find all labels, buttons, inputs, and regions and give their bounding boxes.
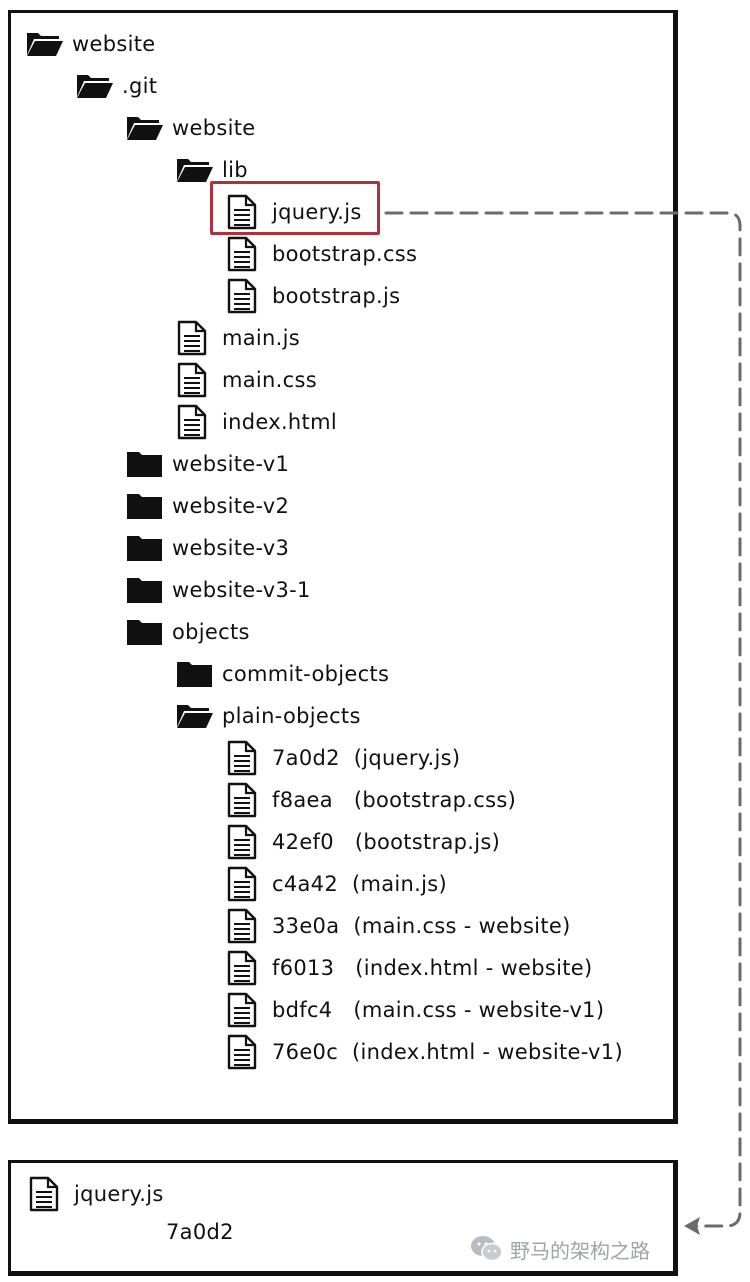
- tree-item-label: website-v2: [172, 494, 290, 518]
- tree-item-label: main.js: [222, 326, 301, 350]
- tree-item-label: objects: [172, 620, 250, 644]
- watermark: 野马的架构之路: [470, 1232, 650, 1266]
- file-icon: [226, 782, 264, 818]
- file-icon: [176, 362, 214, 398]
- file-row[interactable]: bdfc4 (main.css - website-v1): [226, 992, 604, 1028]
- detail-file-row: jquery.js: [28, 1176, 164, 1212]
- tree-item-label: .git: [122, 74, 158, 98]
- connector-dashed-line: [384, 211, 742, 1228]
- folder-row[interactable]: website: [126, 110, 255, 146]
- tree-item-label: f6013 (index.html - website): [272, 956, 593, 980]
- file-row[interactable]: index.html: [176, 404, 337, 440]
- tree-item-label: bootstrap.css: [272, 242, 418, 266]
- folder-row[interactable]: commit-objects: [176, 656, 389, 692]
- tree-item-label: website-v3: [172, 536, 290, 560]
- tree-item-label: bootstrap.js: [272, 284, 401, 308]
- folder-row[interactable]: plain-objects: [176, 698, 361, 734]
- tree-item-label: 7a0d2 (jquery.js): [272, 746, 461, 770]
- folder-row[interactable]: website-v1: [126, 446, 289, 482]
- tree-item-label: website-v1: [172, 452, 290, 476]
- tree-item-label: 33e0a (main.css - website): [272, 914, 571, 938]
- folder-row[interactable]: website-v2: [126, 488, 289, 524]
- tree-item-label: website: [72, 32, 156, 56]
- folder-open-icon: [126, 110, 164, 146]
- tree-item-label: index.html: [222, 410, 337, 434]
- tree-item-label: f8aea (bootstrap.css): [272, 788, 517, 812]
- folder-icon: [126, 530, 164, 566]
- folder-icon: [126, 572, 164, 608]
- file-tree-panel: [8, 10, 678, 1124]
- highlight-box: [210, 181, 380, 235]
- file-row[interactable]: c4a42 (main.js): [226, 866, 447, 902]
- file-icon: [226, 866, 264, 902]
- file-icon: [226, 1034, 264, 1070]
- tree-item-label: c4a42 (main.js): [272, 872, 447, 896]
- file-row[interactable]: bootstrap.css: [226, 236, 417, 272]
- file-row[interactable]: 76e0c (index.html - website-v1): [226, 1034, 623, 1070]
- tree-item-label: main.css: [222, 368, 317, 392]
- file-row[interactable]: jquery.js: [226, 194, 362, 230]
- folder-open-icon: [176, 152, 214, 188]
- folder-icon: [176, 656, 214, 692]
- wechat-icon: [471, 1236, 503, 1262]
- file-row[interactable]: 42ef0 (bootstrap.js): [226, 824, 500, 860]
- file-icon: [226, 194, 264, 230]
- tree-item-label: website: [172, 116, 256, 140]
- watermark-text: 野马的架构之路: [510, 1238, 650, 1263]
- tree-item-label: plain-objects: [222, 704, 361, 728]
- file-icon: [226, 740, 264, 776]
- file-icon: [226, 992, 264, 1028]
- file-icon: [226, 908, 264, 944]
- file-icon: [226, 278, 264, 314]
- tree-item-label: website-v3-1: [172, 578, 311, 602]
- file-icon: [226, 824, 264, 860]
- file-row[interactable]: f6013 (index.html - website): [226, 950, 593, 986]
- tree-item-label: lib: [222, 158, 248, 182]
- file-icon: [226, 236, 264, 272]
- tree-item-label: 42ef0 (bootstrap.js): [272, 830, 501, 854]
- file-row[interactable]: 7a0d2 (jquery.js): [226, 740, 460, 776]
- folder-open-icon: [26, 26, 64, 62]
- file-icon: [176, 404, 214, 440]
- file-row[interactable]: f8aea (bootstrap.css): [226, 782, 516, 818]
- folder-row[interactable]: website: [26, 26, 155, 62]
- tree-item-label: bdfc4 (main.css - website-v1): [272, 998, 605, 1022]
- file-icon: [28, 1176, 66, 1212]
- file-icon: [176, 320, 214, 356]
- arrowhead-icon: [684, 1217, 700, 1235]
- folder-open-icon: [76, 68, 114, 104]
- file-icon: [226, 950, 264, 986]
- folder-row[interactable]: .git: [76, 68, 157, 104]
- detail-hash: 7a0d2: [166, 1220, 234, 1244]
- folder-row[interactable]: objects: [126, 614, 250, 650]
- folder-icon: [126, 446, 164, 482]
- tree-item-label: commit-objects: [222, 662, 390, 686]
- folder-row[interactable]: website-v3-1: [126, 572, 311, 608]
- folder-row[interactable]: website-v3: [126, 530, 289, 566]
- folder-icon: [126, 614, 164, 650]
- file-row[interactable]: 33e0a (main.css - website): [226, 908, 571, 944]
- tree-item-label: jquery.js: [272, 200, 362, 224]
- detail-file-name: jquery.js: [74, 1182, 164, 1206]
- file-row[interactable]: bootstrap.js: [226, 278, 400, 314]
- tree-item-label: 76e0c (index.html - website-v1): [272, 1040, 623, 1064]
- file-row[interactable]: main.js: [176, 320, 300, 356]
- file-row[interactable]: main.css: [176, 362, 317, 398]
- object-detail-panel: [8, 1160, 678, 1276]
- folder-open-icon: [176, 698, 214, 734]
- folder-row[interactable]: lib: [176, 152, 248, 188]
- folder-icon: [126, 488, 164, 524]
